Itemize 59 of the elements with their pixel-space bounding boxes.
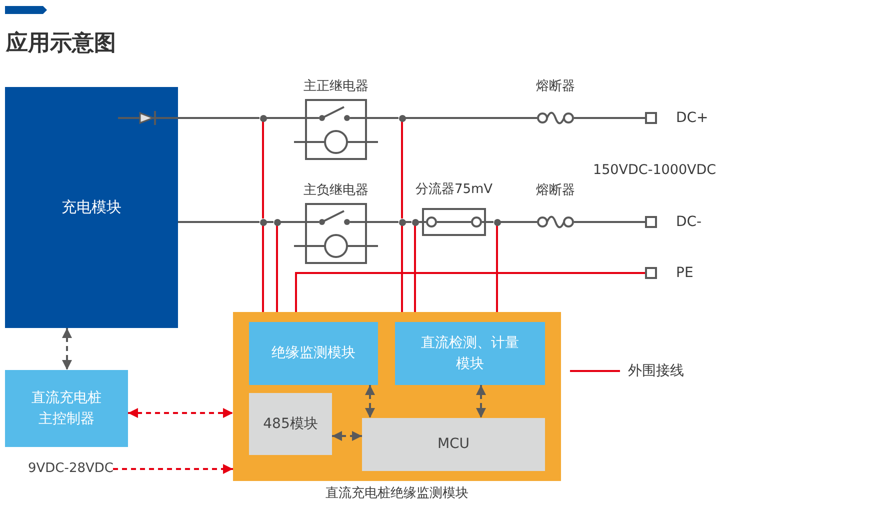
- junction-dot: [398, 114, 406, 122]
- module-label: 绝缘监测模块: [272, 344, 356, 363]
- terminal-label: DC+: [676, 110, 708, 126]
- terminal-label: DC-: [676, 214, 702, 230]
- wire: [280, 221, 294, 223]
- wire: [262, 122, 264, 218]
- wire: [266, 221, 274, 223]
- module-block: [395, 322, 545, 385]
- wire: [262, 226, 264, 312]
- junction-dot: [260, 218, 266, 226]
- fuse-label: 熔断器: [536, 183, 575, 199]
- module-label: 485模块: [263, 414, 318, 434]
- module-block: [362, 418, 545, 471]
- wire: [401, 226, 403, 312]
- wire: [378, 117, 398, 119]
- module-block: [249, 322, 378, 385]
- module-title: 直流充电桩绝缘监测模块: [326, 486, 468, 502]
- module-label: 直流检测、计量模块: [420, 334, 520, 374]
- junction-dot: [412, 218, 418, 226]
- legend-label: 外围接线: [628, 362, 684, 380]
- wire: [295, 272, 645, 312]
- shunt-label: 分流器75mV: [415, 182, 493, 198]
- wire: [401, 122, 403, 218]
- wire: [406, 117, 537, 119]
- relay-label: 主负继电器: [304, 183, 368, 199]
- module-block: [249, 393, 332, 455]
- wire: [496, 226, 498, 312]
- dashed-arrow: [365, 385, 375, 418]
- junction-dot: [260, 114, 266, 122]
- wire: [178, 117, 260, 119]
- module-label: MCU: [437, 435, 470, 454]
- dashed-arrow: [476, 385, 486, 418]
- module-block: [5, 87, 178, 328]
- wire: [378, 221, 398, 223]
- junction-dot: [494, 218, 500, 226]
- dashed-arrow: [113, 464, 233, 474]
- wire: [414, 226, 416, 312]
- title: 应用示意图: [6, 30, 116, 58]
- dashed-arrow: [128, 408, 233, 418]
- module-label: 直流充电桩主控制器: [30, 388, 102, 428]
- wire: [266, 117, 294, 119]
- relay-label: 主正继电器: [304, 79, 368, 95]
- dashed-arrow: [62, 328, 72, 370]
- junction-dot: [398, 218, 406, 226]
- module-label: 充电模块: [62, 197, 122, 218]
- fuse-label: 熔断器: [536, 79, 575, 95]
- wire: [574, 117, 645, 119]
- wire: [276, 226, 278, 312]
- wire: [178, 221, 260, 223]
- wire: [406, 221, 412, 223]
- voltage-range-label: 150VDC-1000VDC: [593, 161, 716, 179]
- controller-block: [5, 370, 128, 447]
- terminal-label: PE: [676, 265, 694, 281]
- wire: [574, 221, 645, 223]
- wire: [486, 221, 494, 223]
- wire: [500, 221, 537, 223]
- voltage-label: 9VDC-28VDC: [28, 460, 114, 478]
- junction-dot: [274, 218, 280, 226]
- dashed-arrow: [332, 431, 362, 441]
